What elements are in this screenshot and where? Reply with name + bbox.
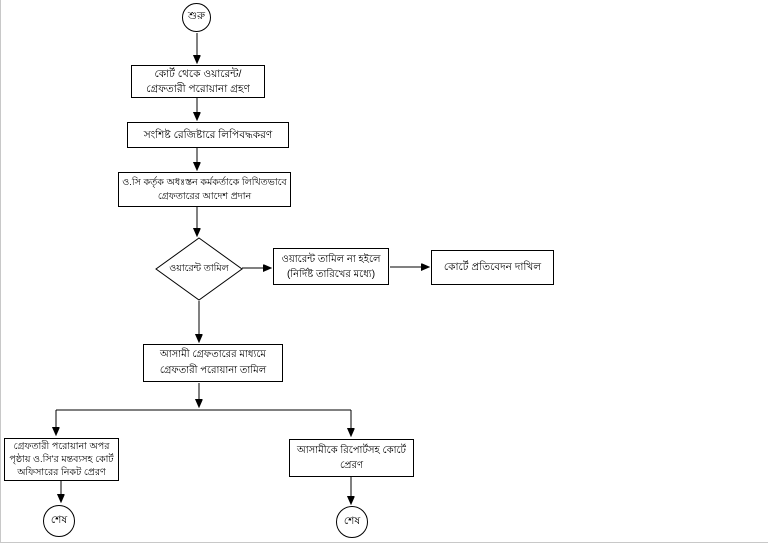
start-label: শুরু <box>187 10 206 22</box>
end-terminator-right: শেষ <box>336 506 368 538</box>
process-text-line: ওয়ারেন্ট তামিল না হইলে <box>281 253 381 265</box>
process-text-line: গ্রেফতারী পরোয়ানা তামিল <box>159 365 267 376</box>
process-send-accused-to-court: আসামীকে রিপোর্টসহ কোর্টে প্রেরণ <box>289 439 414 477</box>
process-text-line: (নির্দিষ্ট তারিখের মধ্যে) <box>286 268 376 280</box>
end-label: শেষ <box>343 514 361 527</box>
process-warrant-not-executed: ওয়ারেন্ট তামিল না হইলে (নির্দিষ্ট তারিখ… <box>273 248 389 285</box>
process-register-entry: সংশিষ্ট রেজিষ্টারে লিপিবদ্ধকরণ <box>127 122 289 148</box>
process-send-to-court-officer: গ্রেফতারী পরোয়ানা অপর পৃষ্ঠায় ও.সি'র ম… <box>4 438 119 481</box>
start-terminator: শুরু <box>182 3 211 32</box>
process-text-line: কোর্টে প্রতিবেদন দাখিল <box>443 261 542 273</box>
process-text-line: ও.সি কর্তৃক অধঃস্তন কর্মকর্তাকে লিখিতভাব… <box>122 176 287 188</box>
decision-warrant-executed: ওয়ারেন্ট তামিল <box>156 238 242 300</box>
process-text-line: গ্রেফতারী পরোয়ানা অপর <box>13 441 110 452</box>
end-label: শেষ <box>50 513 68 526</box>
process-text-line: অফিসারের নিকট প্রেরণ <box>17 467 106 478</box>
end-terminator-left: শেষ <box>43 505 75 537</box>
process-text-line: আসামীকে রিপোর্টসহ কোর্টে <box>297 445 406 456</box>
process-text-line: প্রেরণ <box>339 460 364 471</box>
process-text-line: গ্রেফতারী পরোয়ানা গ্রহণ <box>146 82 250 95</box>
process-receive-warrant: কোর্ট থেকে ওয়ারেন্ট/ গ্রেফতারী পরোয়ানা… <box>131 65 265 98</box>
process-warrant-executed: আসামী গ্রেফতারের মাধ্যমে গ্রেফতারী পরোয়… <box>143 344 283 382</box>
decision-label: ওয়ারেন্ট তামিল <box>169 262 229 274</box>
process-text-line: কোর্ট থেকে ওয়ারেন্ট/ <box>154 67 242 80</box>
process-text-line: পৃষ্ঠায় ও.সি'র মন্তব্যসহ কোর্ট <box>9 454 114 465</box>
process-court-report: কোর্টে প্রতিবেদন দাখিল <box>431 250 554 285</box>
process-text-line: সংশিষ্ট রেজিষ্টারে লিপিবদ্ধকরণ <box>143 128 273 141</box>
process-text-line: গ্রেফতারের আদেশ প্রদান <box>157 190 252 202</box>
process-text-line: আসামী গ্রেফতারের মাধ্যমে <box>160 349 266 360</box>
process-arrest-order: ও.সি কর্তৃক অধঃস্তন কর্মকর্তাকে লিখিতভাব… <box>118 172 291 207</box>
decision-diamond-shape <box>155 237 243 301</box>
